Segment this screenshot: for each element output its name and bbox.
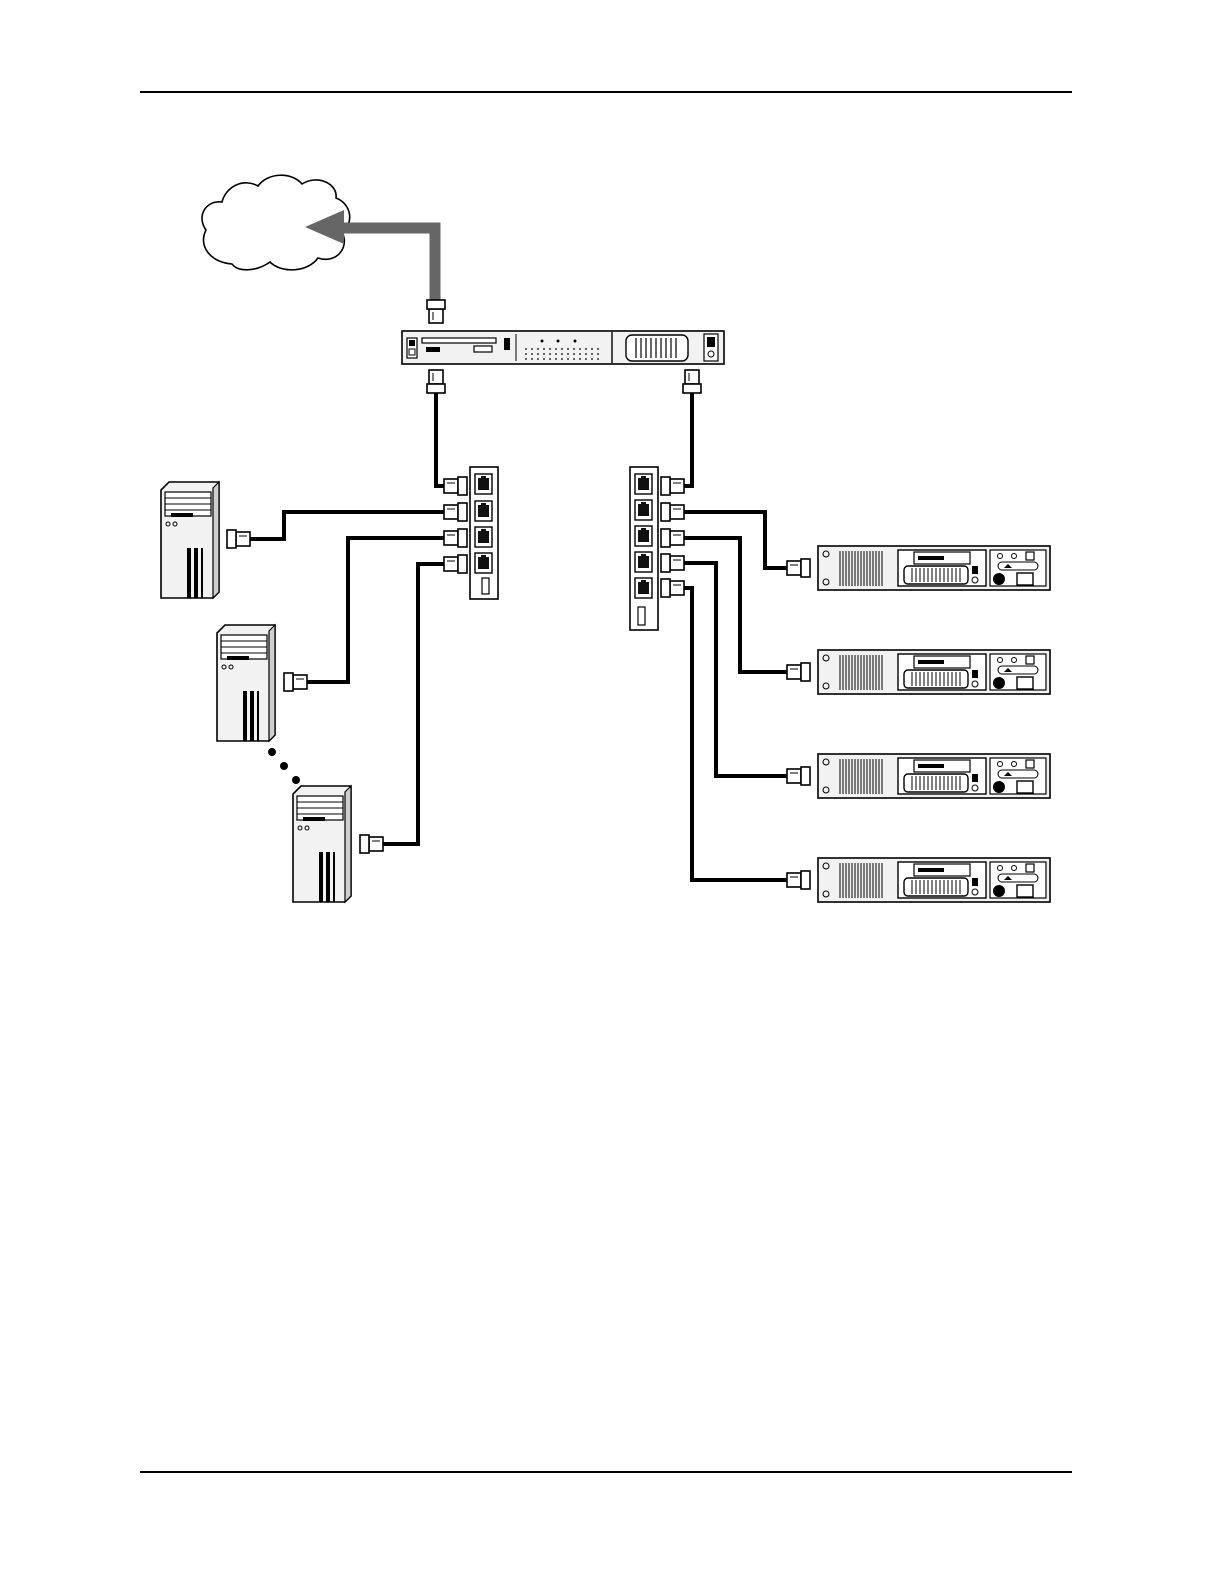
- server-2-icon: [787, 650, 1050, 694]
- right-switch-icon: [630, 467, 658, 630]
- workstations-ellipsis: [268, 748, 300, 784]
- gateway-lan-connector: [427, 370, 445, 393]
- left-switch-icon: [470, 467, 498, 599]
- workstation-1-icon: [161, 482, 250, 598]
- server-4-icon: [787, 858, 1050, 902]
- lan-cables: [250, 393, 444, 844]
- left-switch-connectors: [444, 477, 467, 573]
- gateway-dmz-connector: [683, 370, 701, 393]
- server-1-icon: [787, 546, 1050, 590]
- workstation-3-icon: [293, 786, 383, 902]
- server-3-icon: [787, 754, 1050, 798]
- uplink-connector: [427, 300, 445, 323]
- gateway-rack-icon: [402, 331, 724, 364]
- dmz-cables: [684, 393, 787, 880]
- right-switch-connectors: [661, 477, 684, 597]
- workstation-2-icon: [217, 625, 307, 741]
